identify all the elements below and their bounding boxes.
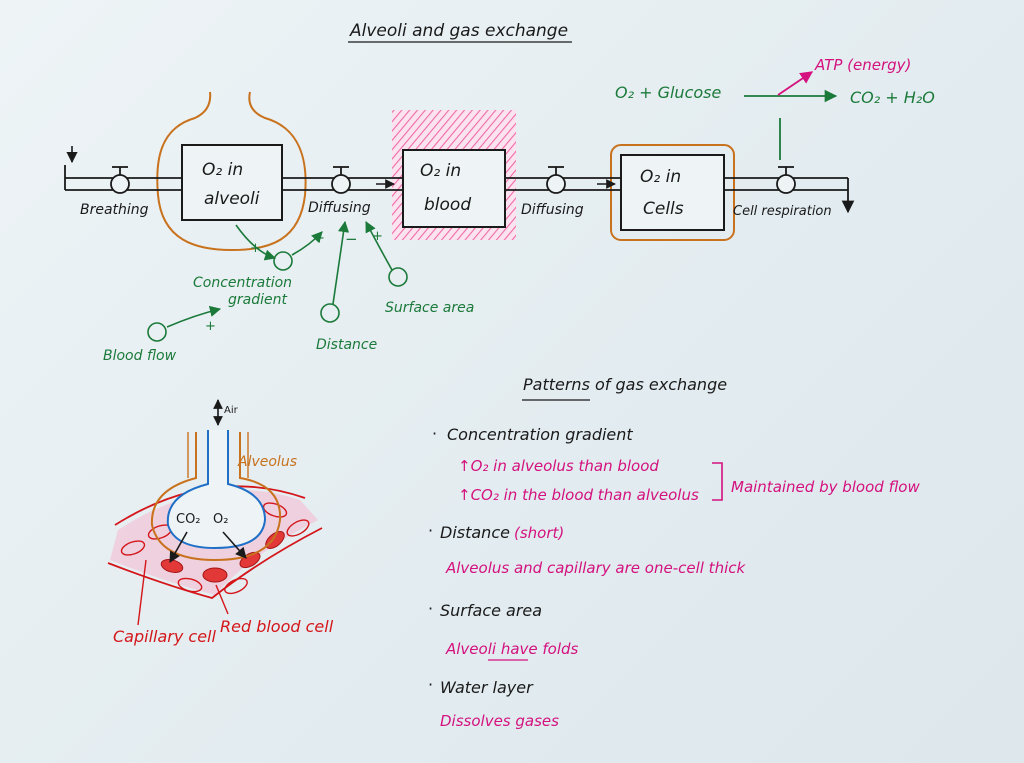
sign-plus: + bbox=[314, 231, 325, 246]
bracket bbox=[712, 462, 723, 501]
label-o2: O₂ bbox=[213, 512, 228, 527]
maintained-by-blood-flow: Maintained by blood flow bbox=[731, 478, 920, 496]
label-surface-area: Surface area bbox=[385, 300, 474, 316]
svg-text:·: · bbox=[432, 424, 437, 443]
sign-minus: − bbox=[345, 230, 358, 248]
distance-line: Alveolus and capillary are one-cell thic… bbox=[445, 559, 746, 577]
label-air: Air bbox=[224, 405, 239, 416]
label-red-blood-cell: Red blood cell bbox=[220, 617, 334, 636]
valve-icon bbox=[110, 166, 130, 194]
svg-text:·: · bbox=[428, 675, 433, 694]
distance-short: (short) bbox=[514, 524, 564, 542]
valve-icon bbox=[776, 166, 796, 194]
water-line: Dissolves gases bbox=[440, 712, 559, 730]
patterns-section: Patterns of gas exchange · Concentration… bbox=[428, 375, 920, 730]
label-breathing: Breathing bbox=[80, 202, 149, 218]
box-cells-line1: O₂ in bbox=[640, 167, 681, 187]
label-cell-respiration: Cell respiration bbox=[733, 204, 832, 219]
box-alveoli-line2: alveoli bbox=[204, 189, 260, 209]
svg-text:·: · bbox=[428, 599, 433, 618]
box-blood-line1: O₂ in bbox=[420, 161, 461, 181]
factor-node bbox=[147, 322, 167, 342]
box-blood-line2: blood bbox=[424, 195, 471, 215]
label-distance: Distance bbox=[316, 337, 377, 353]
bullet-surface-area: Surface area bbox=[440, 601, 542, 620]
valve-icon bbox=[331, 166, 351, 194]
alveolus-diagram: Air Alveolus CO₂ O₂ Capillary cell Red b… bbox=[107, 399, 334, 646]
box-cells-line2: Cells bbox=[643, 199, 684, 219]
label-concentration: Concentration bbox=[193, 275, 292, 291]
label-alveolus: Alveolus bbox=[237, 454, 297, 470]
conc-line-1: ↑O₂ in alveolus than blood bbox=[458, 457, 659, 475]
conc-line-2: ↑CO₂ in the blood than alveolus bbox=[458, 486, 699, 504]
cells-outline bbox=[610, 144, 735, 241]
label-gradient: gradient bbox=[228, 292, 287, 308]
factor-node bbox=[388, 267, 408, 287]
alveoli-bulb-outline bbox=[156, 91, 307, 252]
label-diffusing-2: Diffusing bbox=[521, 202, 584, 218]
flow-diagram: O₂ in alveoli O₂ in blood O₂ in Cells Br… bbox=[64, 56, 935, 364]
box-cells bbox=[620, 154, 725, 231]
svg-text:·: · bbox=[428, 521, 433, 540]
bullet-concentration: Concentration gradient bbox=[447, 425, 633, 444]
sign-plus: + bbox=[372, 229, 383, 244]
surface-line: Alveoli have folds bbox=[445, 640, 579, 658]
bullet-water-layer: Water layer bbox=[440, 678, 534, 697]
bullet-distance: Distance bbox=[440, 523, 510, 542]
box-alveoli bbox=[181, 144, 283, 221]
box-alveoli-line1: O₂ in bbox=[202, 160, 243, 180]
label-blood-flow: Blood flow bbox=[103, 348, 177, 364]
label-co2: CO₂ bbox=[176, 512, 201, 527]
valve-icon bbox=[546, 166, 566, 194]
sign-plus: + bbox=[205, 319, 216, 334]
factor-node bbox=[320, 303, 340, 323]
label-atp: ATP (energy) bbox=[814, 56, 911, 74]
label-capillary-cell: Capillary cell bbox=[113, 627, 216, 646]
box-blood bbox=[402, 149, 506, 228]
label-diffusing-1: Diffusing bbox=[308, 200, 371, 216]
reaction-reactants: O₂ + Glucose bbox=[615, 83, 721, 102]
patterns-heading: Patterns of gas exchange bbox=[523, 375, 727, 394]
sign-plus: + bbox=[250, 241, 261, 256]
atp-arrow bbox=[777, 71, 814, 96]
reaction-products: CO₂ + H₂O bbox=[850, 88, 935, 107]
factor-node bbox=[273, 251, 293, 271]
page-title: Alveoli and gas exchange bbox=[349, 21, 568, 41]
